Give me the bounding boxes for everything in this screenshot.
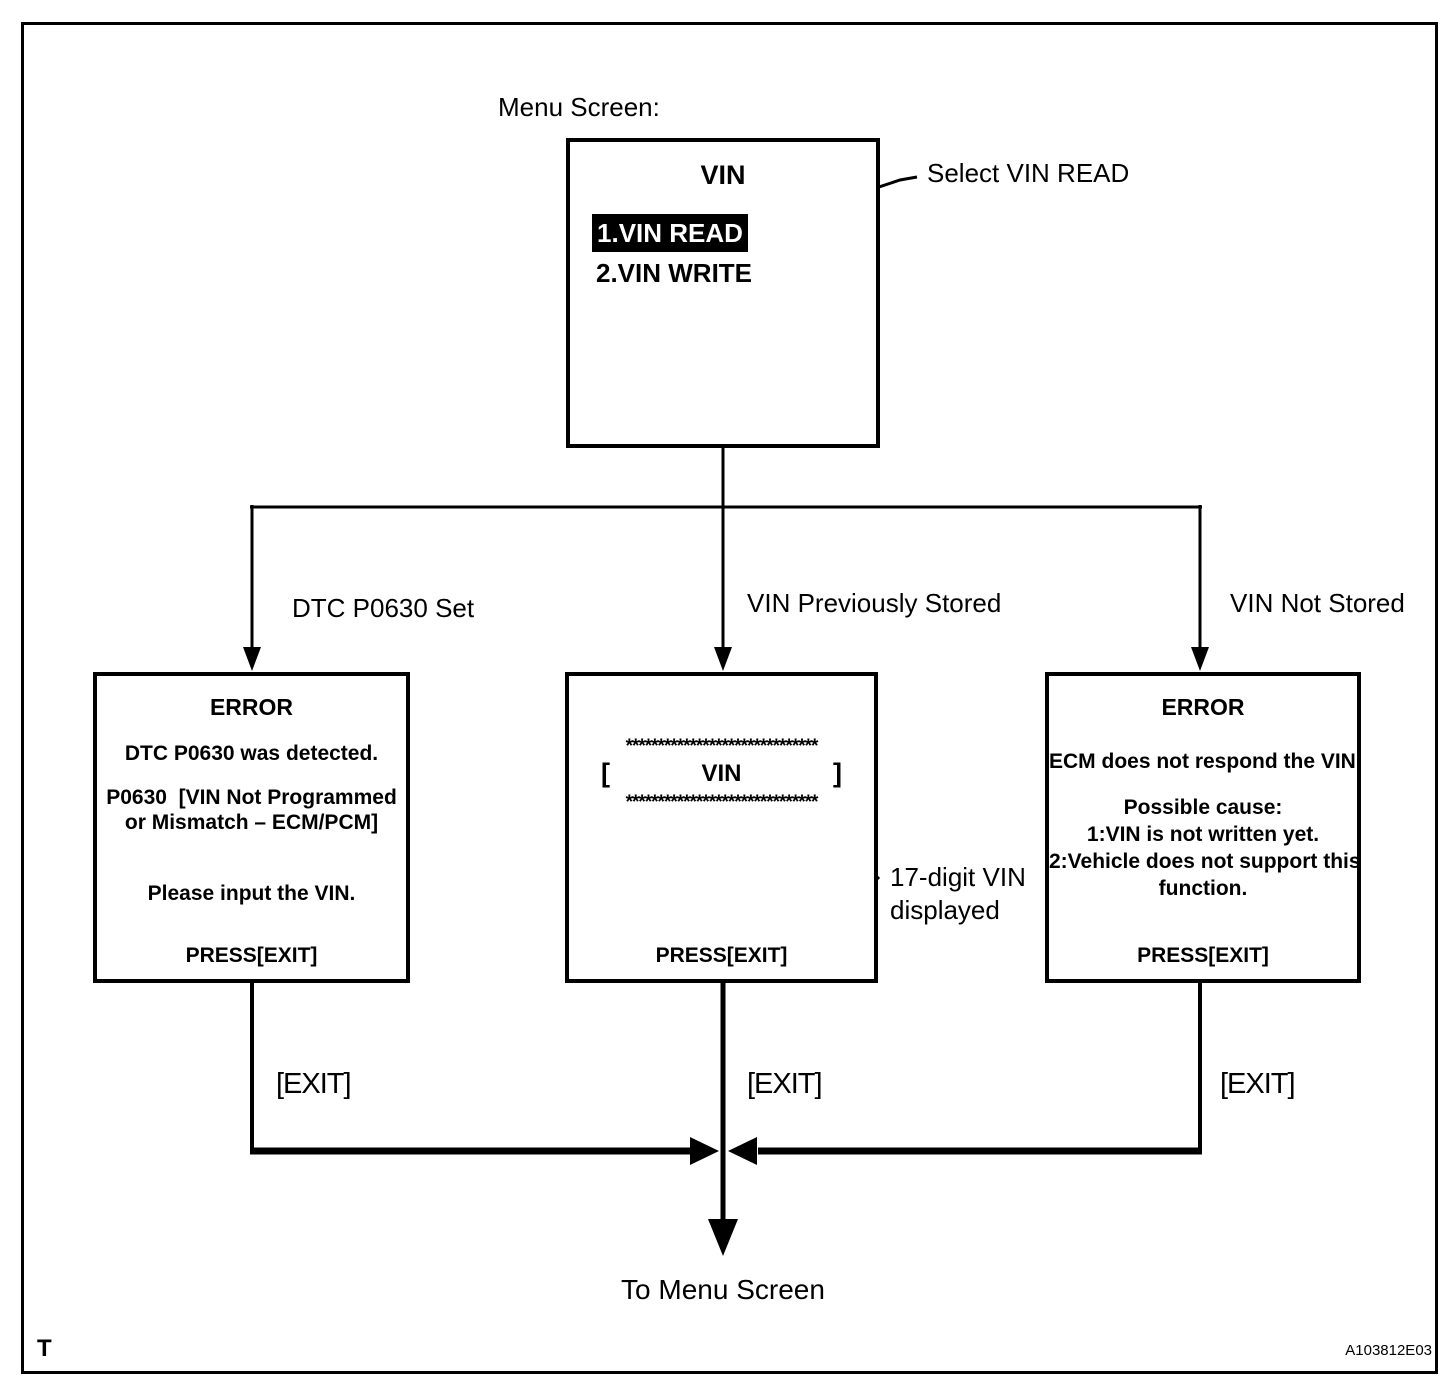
menu-screen-label: Menu Screen: (498, 92, 660, 122)
branch-label-vin-not-stored: VIN Not Stored (1230, 588, 1405, 618)
exit-label-right: [EXIT] (1220, 1068, 1296, 1100)
vin-stars-row: ****************************** (625, 736, 819, 757)
to-menu-screen-label: To Menu Screen (621, 1274, 825, 1305)
vin-display-press-exit: PRESS[EXIT] (655, 944, 788, 967)
menu-screen-box: VIN 1.VIN READ 2.VIN WRITE (566, 138, 880, 448)
vin-bracket-open: [ (601, 758, 610, 788)
vin-stars-row: ****************************** (625, 792, 819, 813)
dtc-error-line: Please input the VIN. (147, 882, 356, 905)
vin-bracket-close: ] (832, 758, 842, 788)
ecm-error-line: ECM does not respond the VIN. (1049, 750, 1362, 773)
exit-label-left: [EXIT] (276, 1068, 352, 1100)
dtc-error-press-exit: PRESS[EXIT] (185, 944, 318, 967)
branch-label-vin-previously-stored: VIN Previously Stored (747, 588, 1002, 618)
ecm-error-screen: ERROR ECM does not respond the VIN. Poss… (1045, 672, 1362, 983)
vin-bracket-row: [ VIN ] (569, 758, 874, 789)
figure-corner-letter: T (37, 1335, 52, 1362)
branch-label-dtc-p0630-set: DTC P0630 Set (292, 593, 475, 623)
vin-word: VIN (701, 759, 742, 787)
ecm-error-press-exit: PRESS[EXIT] (1137, 944, 1269, 967)
ecm-error-line: Possible cause: (1123, 796, 1283, 819)
menu-title: VIN (700, 160, 746, 190)
vin-display-screen: ****************************** [ VIN ] *… (565, 672, 878, 983)
dtc-error-line: P0630 [VIN Not Programmed (106, 786, 397, 809)
dtc-error-line: DTC P0630 was detected. (124, 742, 379, 765)
ecm-error-line: function. (1158, 877, 1248, 900)
exit-label-center: [EXIT] (747, 1068, 823, 1100)
dtc-error-screen: ERROR DTC P0630 was detected. P0630 [VIN… (93, 672, 410, 983)
dtc-error-line: or Mismatch – ECM/PCM] (124, 811, 379, 834)
vin-annotation-line1: 17-digit VIN (890, 862, 1026, 892)
dtc-error-title: ERROR (209, 694, 294, 720)
figure-id: A103812E03 (1345, 1342, 1432, 1359)
menu-item-vin-write: 2.VIN WRITE (596, 258, 753, 288)
select-vin-read-label: Select VIN READ (927, 158, 1130, 188)
figure-border (21, 22, 1438, 1374)
vin-annotation-line2: displayed (890, 895, 1000, 925)
menu-item-vin-read: 1.VIN READ (592, 214, 748, 252)
ecm-error-line: 2:Vehicle does not support this (1049, 850, 1361, 873)
ecm-error-line: 1:VIN is not written yet. (1086, 823, 1320, 846)
ecm-error-title: ERROR (1161, 694, 1245, 720)
